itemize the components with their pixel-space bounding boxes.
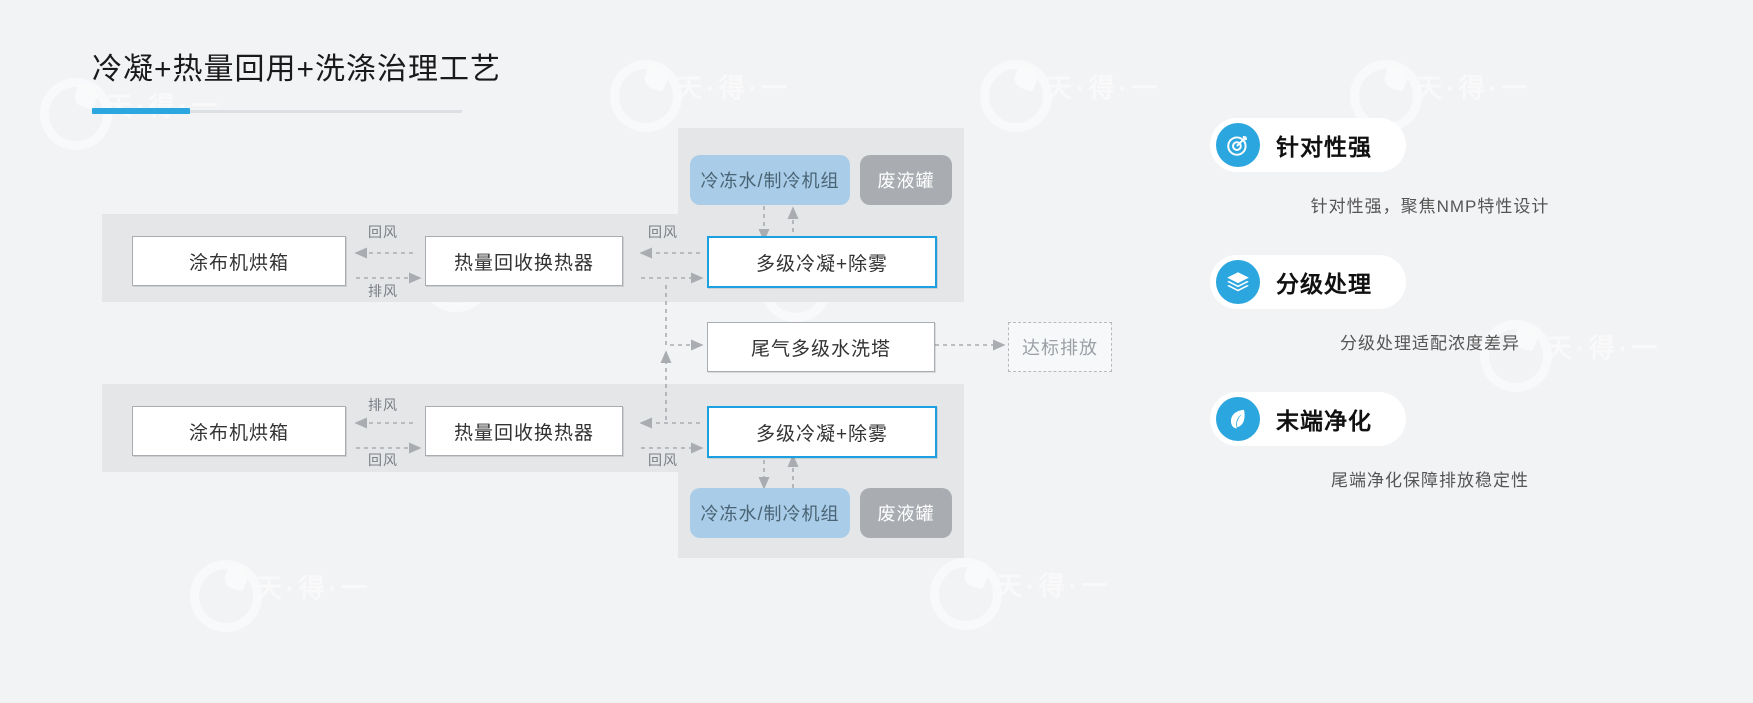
feature-cards: 针对性强 针对性强，聚焦NMP特性设计 分级处理 分级处理适配浓度差异 末端 (1210, 118, 1710, 529)
label-bottom-return-2: 回风 (648, 452, 678, 468)
label-bottom-exhaust-1: 排风 (368, 397, 398, 413)
node-bottom-waste-tank[interactable]: 废液罐 (860, 488, 952, 538)
page-title: 冷凝+热量回用+洗涤治理工艺 (92, 53, 502, 86)
watermark-text: 天·得·一 (1416, 73, 1532, 103)
target-icon (1216, 123, 1260, 167)
feature-card-title: 分级处理 (1276, 271, 1372, 297)
feature-card[interactable]: 末端净化 尾端净化保障排放稳定性 (1210, 392, 1710, 491)
node-label: 多级冷凝+除雾 (755, 253, 889, 275)
process-diagram: 涂布机烘箱 回风 排风 热量回收换热器 回风 多级冷凝+除雾 冷冻水/制冷机组 … (102, 128, 1112, 558)
label-top-return-1: 回风 (368, 224, 398, 240)
label-bottom-return-1: 回风 (368, 452, 398, 468)
feature-card-desc: 针对性强，聚焦NMP特性设计 (1310, 197, 1550, 216)
node-discharge[interactable]: 达标排放 (1008, 322, 1112, 372)
feature-card-head[interactable]: 针对性强 (1210, 118, 1406, 172)
feature-card[interactable]: 分级处理 分级处理适配浓度差异 (1210, 255, 1710, 354)
feature-card-title: 末端净化 (1276, 408, 1372, 434)
node-top-oven[interactable]: 涂布机烘箱 (132, 236, 346, 286)
feature-card-head[interactable]: 分级处理 (1210, 255, 1406, 309)
node-bottom-condenser[interactable]: 多级冷凝+除雾 (707, 406, 937, 458)
label-top-exhaust-1: 排风 (368, 283, 398, 299)
node-label: 涂布机烘箱 (188, 422, 289, 444)
feature-card[interactable]: 针对性强 针对性强，聚焦NMP特性设计 (1210, 118, 1710, 217)
node-label: 冷冻水/制冷机组 (700, 504, 840, 524)
node-top-exchanger[interactable]: 热量回收换热器 (425, 236, 623, 286)
node-label: 热量回收换热器 (453, 252, 594, 274)
node-label: 涂布机烘箱 (188, 252, 289, 274)
node-top-condenser[interactable]: 多级冷凝+除雾 (707, 236, 937, 288)
node-bottom-exchanger[interactable]: 热量回收换热器 (425, 406, 623, 456)
label-top-return-2: 回风 (648, 224, 678, 240)
node-bottom-chiller[interactable]: 冷冻水/制冷机组 (690, 488, 850, 538)
node-top-chiller[interactable]: 冷冻水/制冷机组 (690, 155, 850, 205)
node-label: 多级冷凝+除雾 (755, 423, 889, 445)
node-scrubber[interactable]: 尾气多级水洗塔 (707, 322, 935, 372)
title-accent-bar (92, 108, 190, 114)
feature-card-title: 针对性强 (1276, 134, 1372, 160)
node-label: 热量回收换热器 (453, 422, 594, 444)
leaf-icon (1216, 397, 1260, 441)
node-bottom-oven[interactable]: 涂布机烘箱 (132, 406, 346, 456)
node-label: 废液罐 (877, 171, 935, 191)
node-label: 冷冻水/制冷机组 (700, 171, 840, 191)
feature-card-head[interactable]: 末端净化 (1210, 392, 1406, 446)
feature-card-desc: 分级处理适配浓度差异 (1340, 334, 1520, 353)
layers-icon (1216, 260, 1260, 304)
title-divider (92, 110, 462, 113)
node-label: 达标排放 (1022, 338, 1098, 358)
node-label: 废液罐 (877, 504, 935, 524)
node-label: 尾气多级水洗塔 (750, 338, 891, 360)
node-top-waste-tank[interactable]: 废液罐 (860, 155, 952, 205)
feature-card-desc: 尾端净化保障排放稳定性 (1331, 471, 1529, 490)
connector-layer (354, 206, 1006, 490)
